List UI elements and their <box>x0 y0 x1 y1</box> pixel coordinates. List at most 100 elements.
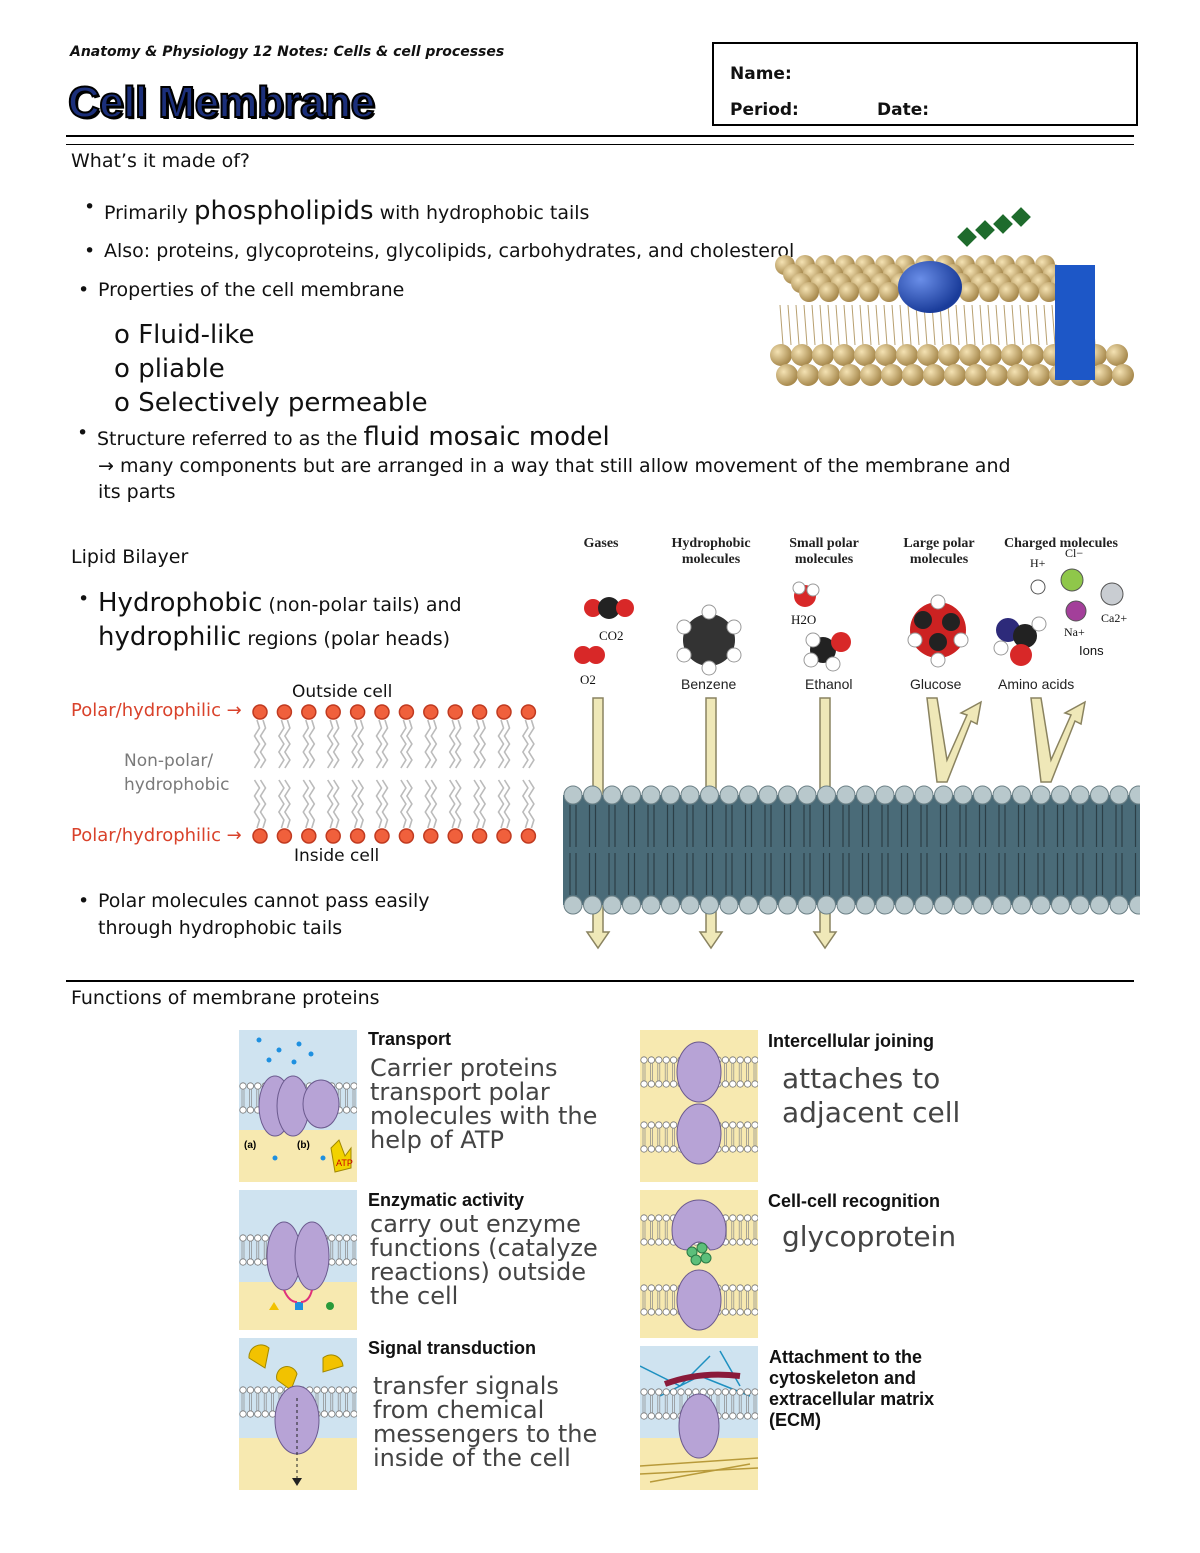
enzymatic-panel <box>239 1190 357 1330</box>
bullet-text: regions (polar heads) <box>241 628 451 650</box>
membrane-head <box>914 785 934 805</box>
phospholipid-tail <box>827 304 832 346</box>
phospholipid-head <box>791 344 813 366</box>
phospholipid-tail <box>430 719 438 769</box>
phospholipid-tail <box>479 719 487 769</box>
phospholipid-head <box>471 828 488 844</box>
phospholipid-tail <box>277 719 285 769</box>
phospholipid-head <box>276 704 293 720</box>
phospholipid-head <box>471 704 488 720</box>
sub-text: Fluid-like <box>138 320 255 350</box>
phospholipid-head <box>496 704 512 720</box>
phospholipid-tail <box>907 304 912 346</box>
bullet-components: Also: proteins, glycoproteins, glycolipi… <box>84 240 794 262</box>
course-line: Anatomy & Physiology 12 Notes: Cells & c… <box>70 44 505 60</box>
blocked-arrows <box>926 697 1087 783</box>
label-ethanol: Ethanol <box>805 676 853 692</box>
phospholipid-tail <box>259 779 267 829</box>
hydrophilic-term: hydrophilic <box>98 622 242 652</box>
phospholipid-tail <box>527 779 535 829</box>
phospholipid-tail <box>454 719 462 769</box>
phospholipid-head <box>881 364 903 386</box>
membrane-head <box>583 785 602 805</box>
phospholipid-head <box>349 828 366 844</box>
section-heading-composition: What’s it made of? <box>71 150 251 172</box>
membrane-head <box>875 895 895 915</box>
membrane-head <box>953 895 973 915</box>
phospholipid-head <box>818 364 840 386</box>
membrane-head <box>602 895 622 915</box>
membrane-head <box>992 895 1012 915</box>
phospholipid-tail <box>473 719 481 769</box>
body-line: transport polar <box>370 1078 550 1106</box>
bullet-properties: Properties of the cell membrane <box>78 279 404 301</box>
membrane-head <box>1070 785 1090 805</box>
phospholipid-tail <box>381 719 389 769</box>
phospholipid-head <box>374 828 390 844</box>
body-line: help of ATP <box>370 1126 504 1154</box>
membrane-head <box>1129 895 1140 915</box>
phospholipid-head <box>1007 364 1029 386</box>
bullet-hydrophilic: hydrophilic regions (polar heads) <box>98 622 450 652</box>
bullet-text: Structure referred to as the <box>97 428 364 450</box>
membrane-head <box>739 785 758 805</box>
membrane-head <box>856 785 875 805</box>
phospholipid-head <box>447 704 463 720</box>
membrane-head <box>875 785 895 805</box>
outside-cell-label: Outside cell <box>292 682 393 702</box>
phospholipid-head <box>301 828 317 844</box>
fluid-mosaic-illustration <box>770 207 1134 386</box>
recognition-body: glycoprotein <box>782 1220 957 1253</box>
ethanol-molecule <box>803 632 851 672</box>
section-heading-lipid-bilayer: Lipid Bilayer <box>71 546 189 568</box>
category-hydrophobic: Hydrophobic molecules <box>671 536 751 567</box>
phospholipid-tail <box>521 719 529 769</box>
phospholipid-tail <box>835 304 840 346</box>
phospholipid-tail <box>787 304 792 346</box>
membrane-head <box>641 895 661 915</box>
phospholipid-head <box>860 364 882 386</box>
transport-title: Transport <box>368 1029 452 1049</box>
phospholipid-head <box>938 344 960 366</box>
polar-bottom-label: Polar/hydrophilic → <box>71 825 242 846</box>
body-line: functions (catalyze <box>370 1234 598 1262</box>
phospholipid-tail <box>424 779 432 829</box>
phospholipid-tail <box>963 304 968 346</box>
phospholipid-head <box>797 364 819 386</box>
body-line: reactions) outside <box>370 1258 586 1286</box>
membrane-head <box>836 785 856 805</box>
label-ca-ion: Ca2+ <box>1101 611 1128 625</box>
phospholipid-head <box>423 828 439 844</box>
membrane-head <box>680 785 700 805</box>
label-benzene: Benzene <box>681 676 737 692</box>
transport-panel: ATP (a) (b) <box>239 1030 357 1182</box>
fluid-mosaic-explanation: → many components but are arranged in a … <box>98 455 1011 477</box>
membrane-head <box>973 785 992 805</box>
membrane-head <box>895 895 914 915</box>
ion-circles <box>1030 568 1124 622</box>
membrane-head <box>1109 895 1129 915</box>
attachment-title: Attachment to the cytoskeleton and extra… <box>769 1347 935 1430</box>
phospholipid-head <box>917 344 939 366</box>
membrane-head <box>758 785 778 805</box>
label-amino-acids: Amino acids <box>998 676 1075 692</box>
phospholipid-head <box>980 344 1002 366</box>
phospholipid-tail <box>454 779 462 829</box>
membrane-head <box>661 895 680 915</box>
phospholipid-tail <box>1043 304 1048 346</box>
membrane-head <box>602 785 622 805</box>
attachment-panel <box>640 1346 758 1490</box>
recognition-title: Cell-cell recognition <box>768 1191 941 1211</box>
phospholipid-tail <box>302 719 310 769</box>
phospholipid-tail <box>357 719 365 769</box>
phospholipid-tail <box>448 779 456 829</box>
phospholipid-head <box>1022 344 1044 366</box>
phospholipid-head <box>819 282 839 302</box>
phospholipid-head <box>325 828 341 844</box>
permeability-figure: Gases Hydrophobic molecules Small polar … <box>563 530 1140 955</box>
phospholipid-tail <box>381 779 389 829</box>
phospholipid-tail <box>521 779 529 829</box>
phospholipid-tail <box>1011 304 1016 346</box>
membrane-head <box>953 785 973 805</box>
